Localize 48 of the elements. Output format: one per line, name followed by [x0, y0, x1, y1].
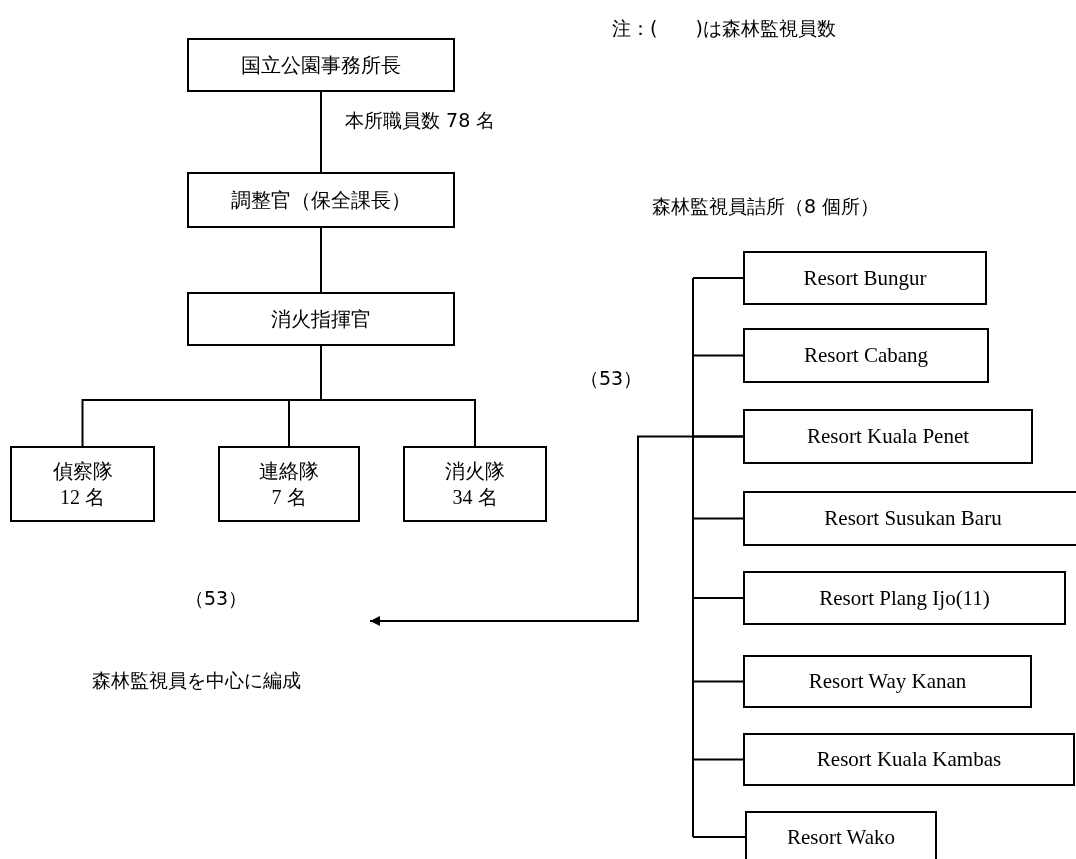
org-box: [743, 655, 1032, 708]
unit-name: 消火指揮官: [271, 306, 371, 332]
org-box: [743, 328, 989, 383]
connector-line: [320, 91, 322, 173]
org-box: [743, 251, 987, 305]
connector-line: [692, 758, 744, 761]
unit-name: 国立公園事務所長: [241, 52, 401, 78]
station-name: Resort Kuala Penet: [806, 424, 970, 449]
unit-name: 連絡隊: [259, 457, 319, 484]
section-heading: 森林監視員詰所（8 個所）: [652, 194, 880, 219]
org-box: [187, 172, 455, 228]
connector-line: [692, 597, 744, 599]
station-name: Resort Way Kanan: [808, 669, 967, 694]
org-box: [403, 446, 547, 522]
org-box: [743, 409, 1033, 464]
unit-name: 調整官（保全課長）: [231, 187, 411, 213]
unit-name: 偵察隊: [52, 457, 113, 484]
org-box: [743, 733, 1075, 786]
connector-line: [692, 277, 744, 279]
connector-line: [320, 345, 476, 447]
org-box: [187, 292, 455, 346]
connector-line: [692, 354, 744, 357]
note-text: 注：( )は森林監視員数: [612, 16, 836, 41]
station-name: Resort Kuala Kambas: [816, 747, 1002, 772]
station-name: Resort Cabang: [803, 343, 929, 368]
arrow: [369, 435, 744, 626]
staff-count: 34 名: [452, 484, 498, 510]
org-box: [218, 446, 360, 522]
station-name: Resort Wako: [786, 824, 896, 850]
org-box: [743, 571, 1066, 625]
connector-line: [692, 836, 746, 838]
description-text: 森林監視員を中心に編成: [92, 668, 301, 693]
staff-note: 本所職員数 78 名: [345, 108, 496, 133]
connector-line: [320, 227, 322, 293]
org-box: [745, 811, 937, 859]
connector-line: [692, 680, 744, 683]
staff-count: 12 名: [60, 484, 105, 510]
station-name: Resort Bungur: [803, 265, 927, 291]
org-box: [743, 491, 1076, 546]
station-name: Resort Plang Ijo(11): [819, 585, 990, 611]
org-box: [187, 38, 455, 92]
count-label: （53）: [580, 366, 643, 391]
unit-name: 消火隊: [445, 457, 505, 484]
count-label: （53）: [185, 586, 248, 611]
station-name: Resort Susukan Baru: [824, 506, 1002, 531]
connector-line: [692, 517, 744, 520]
staff-count: 7 名: [271, 484, 307, 510]
org-box: [10, 446, 155, 522]
